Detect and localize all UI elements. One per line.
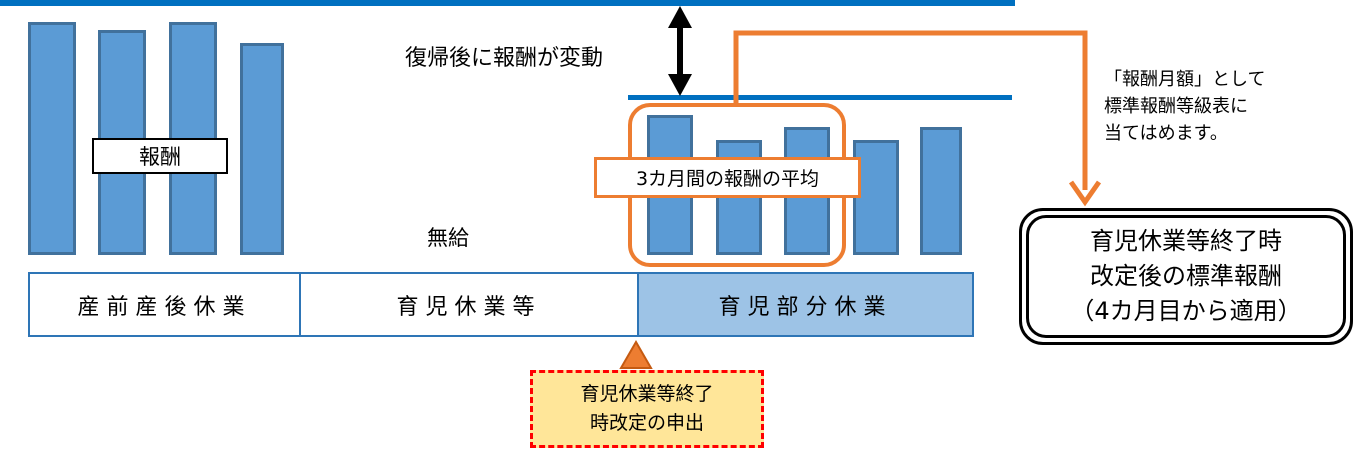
application-pointer-icon [619, 339, 653, 369]
pay-label: 報酬 [92, 138, 228, 174]
note-text: 「報酬月額」として 標準報酬等級表に 当てはめます。 [1104, 66, 1265, 147]
unpaid-label: 無給 [427, 226, 469, 250]
pay-level-line-after [628, 95, 1012, 100]
period-childcare-leave: 育児休業等 [299, 274, 637, 335]
change-arrow-icon [668, 6, 692, 96]
change-label: 復帰後に報酬が変動 [405, 46, 604, 71]
result-box: 育児休業等終了時 改定後の標準報酬 （4カ月目から適用） [1019, 208, 1353, 345]
period-partial-leave: 育児部分休業 [637, 274, 972, 335]
return-bar-5 [920, 127, 962, 255]
note-line-3: 当てはめます。 [1104, 123, 1228, 144]
connector-arrow-icon [733, 30, 1102, 207]
period-maternity: 産前産後休業 [77, 294, 252, 320]
result-line-3: （4カ月目から適用） [1070, 297, 1302, 325]
result-line-2: 改定後の標準報酬 [1090, 262, 1282, 290]
note-line-1: 「報酬月額」として [1104, 69, 1266, 90]
result-inner: 育児休業等終了時 改定後の標準報酬 （4カ月目から適用） [1026, 215, 1346, 338]
pay-bar-1 [28, 22, 76, 255]
application-box: 育児休業等終了 時改定の申出 [530, 370, 764, 448]
pay-bar-4 [240, 43, 284, 255]
note-line-2: 標準報酬等級表に [1104, 96, 1248, 117]
application-line-1: 育児休業等終了 [580, 383, 714, 405]
pay-level-line-before [0, 0, 1015, 6]
result-line-1: 育児休業等終了時 [1090, 227, 1282, 255]
average-label: 3カ月間の報酬の平均 [594, 157, 861, 198]
period-row: 産前産後休業 育児休業等 育児部分休業 [28, 272, 974, 337]
application-line-2: 時改定の申出 [589, 412, 704, 434]
